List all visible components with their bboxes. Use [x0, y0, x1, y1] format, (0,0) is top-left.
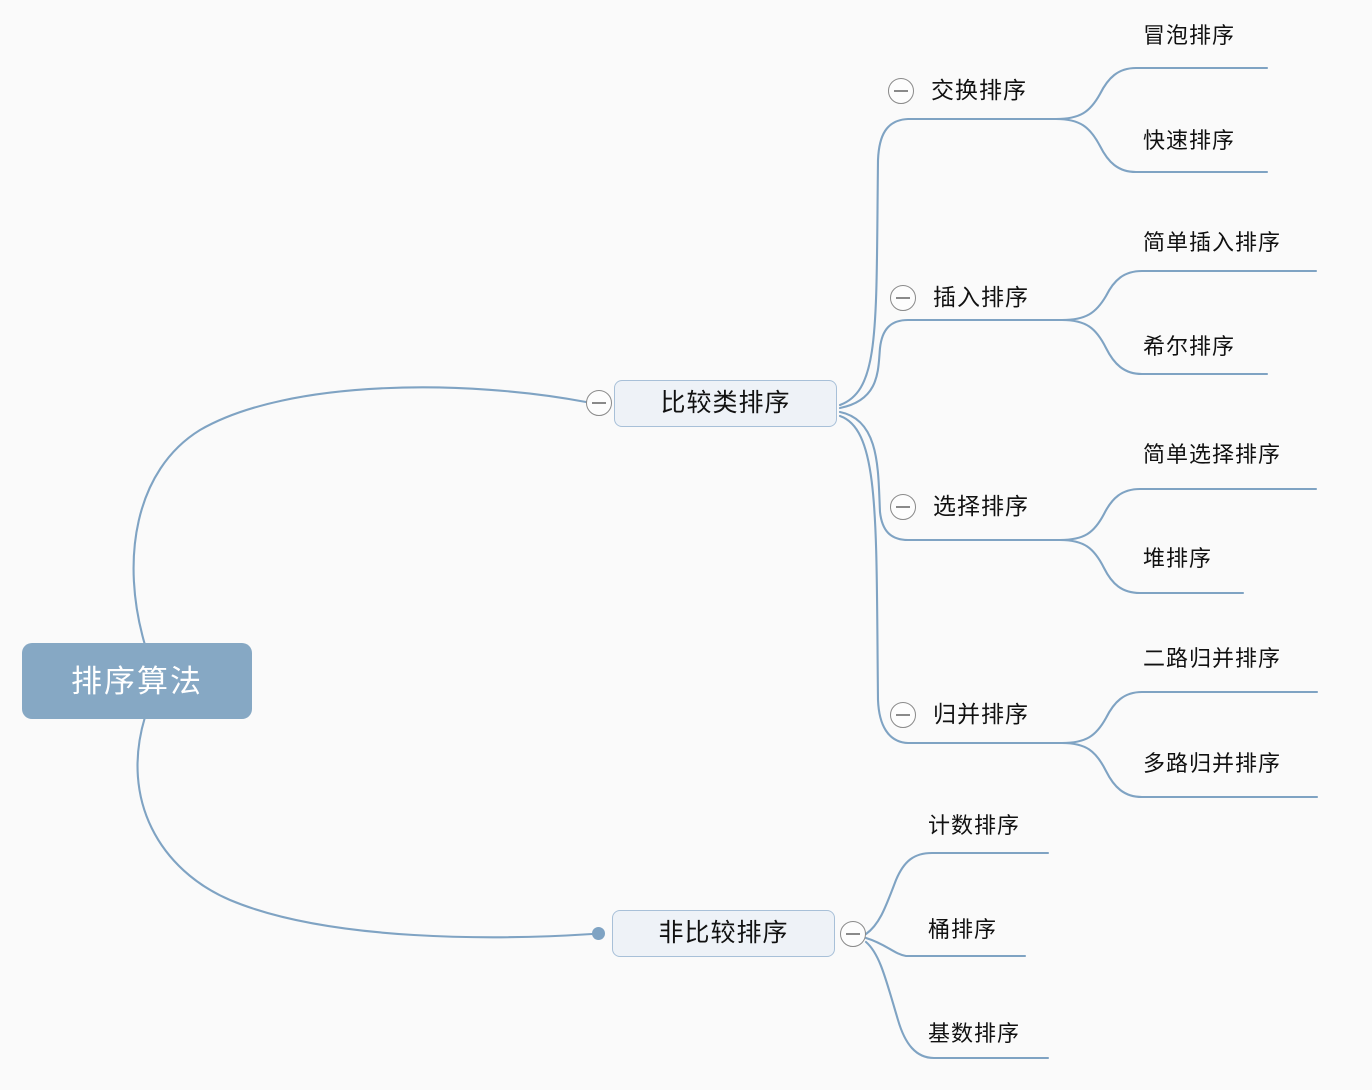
- leaf-node-two-way-merge-label: 二路归并排序: [1143, 646, 1282, 671]
- root-node[interactable]: 排序算法: [22, 643, 252, 719]
- link-merge-to-two-way: [1060, 690, 1319, 745]
- collapse-minus-icon-noncompare[interactable]: [840, 921, 866, 947]
- leaf-node-simple-insert-label: 简单插入排序: [1143, 230, 1282, 255]
- leaf-node-simple-select-label: 简单选择排序: [1143, 442, 1282, 467]
- leaf-node-two-way-merge[interactable]: 二路归并排序: [1143, 648, 1281, 670]
- link-compare-to-exchange: [838, 117, 1058, 407]
- leaf-node-bubble[interactable]: 冒泡排序: [1143, 25, 1235, 47]
- link-compare-to-insert: [838, 318, 1064, 410]
- collapse-minus-icon-exchange[interactable]: [888, 78, 914, 104]
- leaf-node-simple-select[interactable]: 简单选择排序: [1143, 444, 1281, 466]
- link-noncompare-to-bucket: [864, 936, 1027, 958]
- link-root-to-compare: [132, 386, 588, 647]
- link-insert-to-simple-insert: [1060, 269, 1318, 322]
- branch-dot-noncompare: [592, 927, 605, 940]
- link-insert-to-shell: [1060, 318, 1269, 376]
- branch-node-noncompare-label: 非比较排序: [658, 920, 789, 947]
- leaf-node-counting-label: 计数排序: [928, 813, 1021, 838]
- link-exchange-to-quick: [1054, 117, 1269, 174]
- subbranch-node-insert-label: 插入排序: [933, 285, 1029, 310]
- root-node-label: 排序算法: [71, 663, 203, 699]
- subbranch-node-merge[interactable]: 归并排序: [933, 703, 1029, 726]
- collapse-minus-icon-insert[interactable]: [890, 285, 916, 311]
- leaf-node-counting[interactable]: 计数排序: [928, 815, 1020, 837]
- link-select-to-simple-select: [1058, 487, 1318, 542]
- leaf-node-radix-label: 基数排序: [928, 1021, 1021, 1046]
- subbranch-node-select-label: 选择排序: [933, 494, 1029, 519]
- subbranch-node-exchange-label: 交换排序: [931, 78, 1027, 103]
- leaf-node-radix[interactable]: 基数排序: [928, 1023, 1020, 1045]
- leaf-node-shell[interactable]: 希尔排序: [1143, 336, 1235, 358]
- leaf-node-multi-way-merge-label: 多路归并排序: [1143, 751, 1282, 776]
- leaf-node-simple-insert[interactable]: 简单插入排序: [1143, 232, 1281, 254]
- leaf-node-heap-label: 堆排序: [1143, 546, 1213, 571]
- subbranch-node-insert[interactable]: 插入排序: [933, 286, 1029, 309]
- link-compare-to-merge: [838, 414, 1064, 745]
- link-select-to-heap: [1058, 538, 1245, 595]
- leaf-node-bucket-label: 桶排序: [928, 917, 998, 942]
- leaf-node-quick-label: 快速排序: [1143, 128, 1236, 153]
- branch-node-noncompare[interactable]: 非比较排序: [612, 910, 835, 957]
- link-compare-to-select: [838, 410, 1062, 542]
- subbranch-node-merge-label: 归并排序: [933, 702, 1029, 727]
- link-merge-to-multi-way: [1060, 741, 1319, 799]
- link-root-to-noncompare: [136, 715, 594, 939]
- collapse-minus-icon-compare[interactable]: [586, 390, 612, 416]
- link-noncompare-to-counting: [864, 851, 1050, 936]
- collapse-minus-icon-select[interactable]: [890, 494, 916, 520]
- link-noncompare-to-radix: [864, 940, 1050, 1060]
- branch-node-compare-label: 比较类排序: [660, 390, 791, 417]
- branch-node-compare[interactable]: 比较类排序: [614, 380, 837, 427]
- leaf-node-bubble-label: 冒泡排序: [1143, 23, 1236, 48]
- link-exchange-to-bubble: [1054, 66, 1269, 121]
- leaf-node-bucket[interactable]: 桶排序: [928, 919, 997, 941]
- leaf-node-shell-label: 希尔排序: [1143, 334, 1236, 359]
- leaf-node-quick[interactable]: 快速排序: [1143, 130, 1235, 152]
- collapse-minus-icon-merge[interactable]: [890, 702, 916, 728]
- subbranch-node-select[interactable]: 选择排序: [933, 495, 1029, 518]
- subbranch-node-exchange[interactable]: 交换排序: [931, 79, 1027, 102]
- leaf-node-heap[interactable]: 堆排序: [1143, 548, 1212, 570]
- leaf-node-multi-way-merge[interactable]: 多路归并排序: [1143, 753, 1281, 775]
